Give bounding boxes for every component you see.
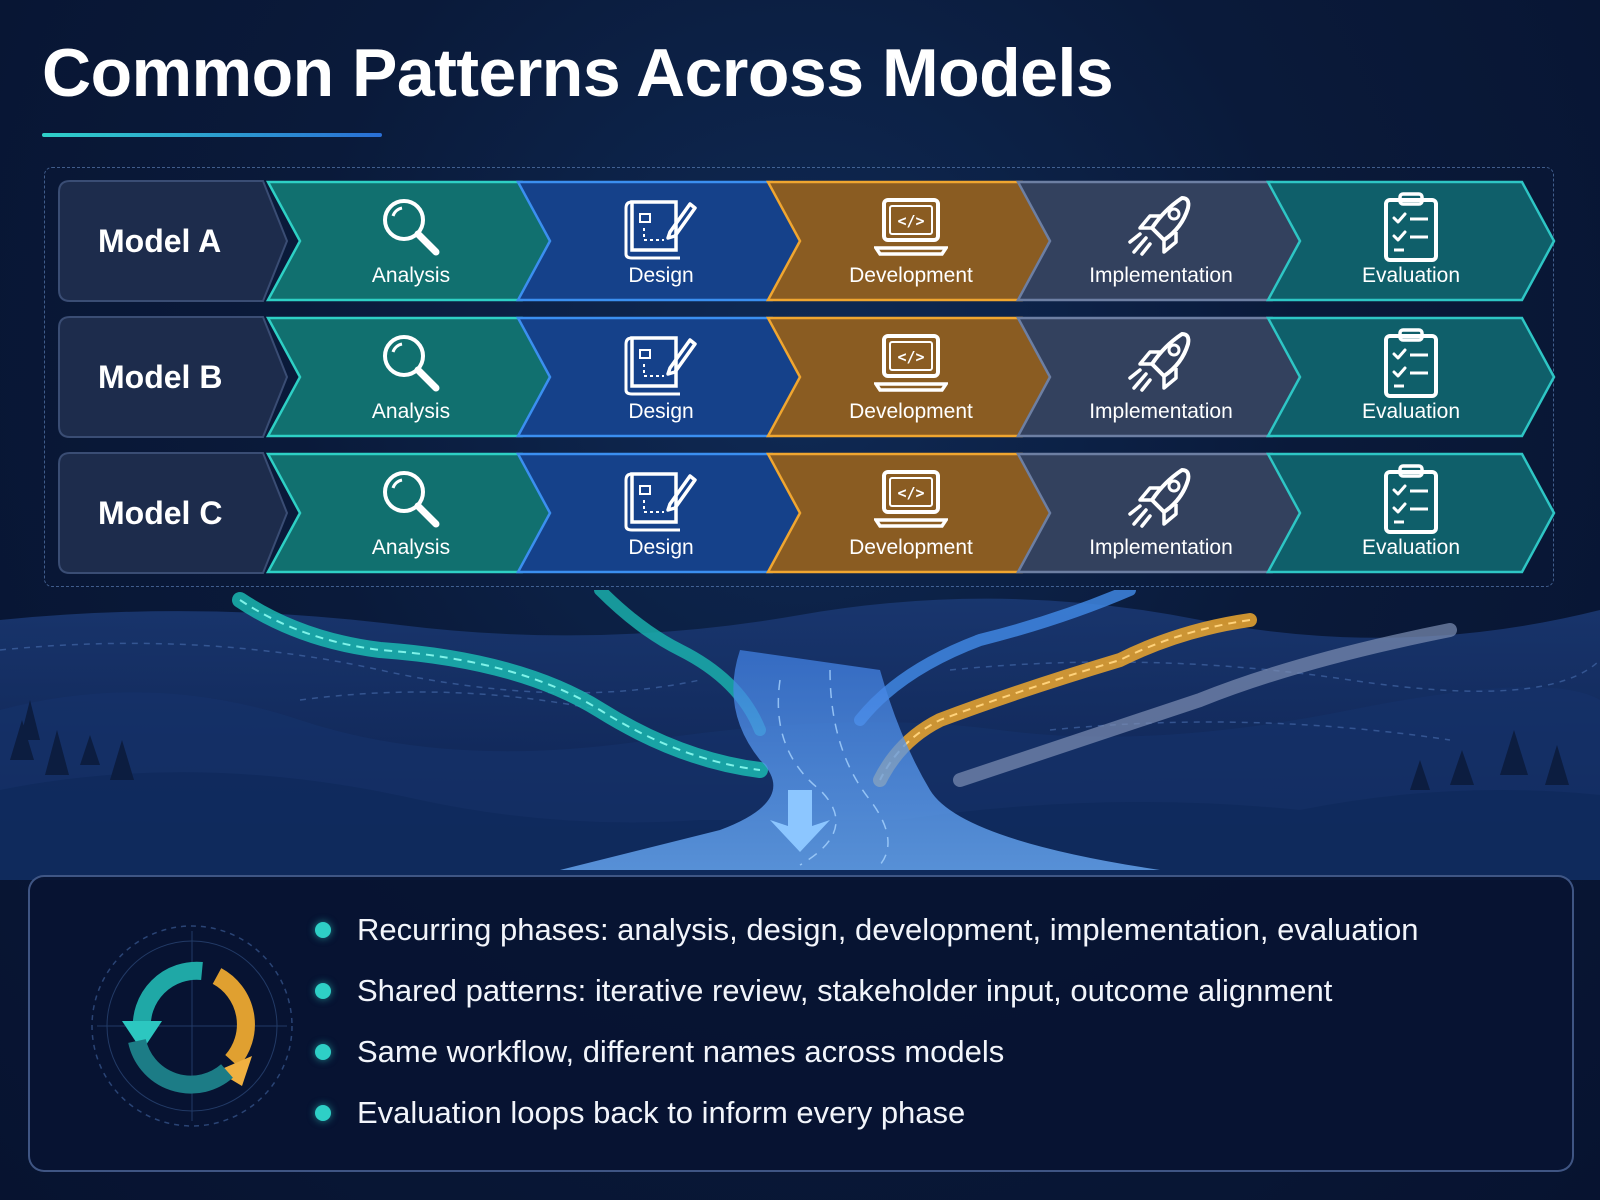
page-title: Common Patterns Across Models <box>42 35 1114 111</box>
forest-right <box>1410 730 1569 790</box>
phase-label-development: Development <box>849 400 973 423</box>
rocket-icon <box>1128 196 1191 256</box>
bullet-text: Same workflow, different names across mo… <box>357 1034 1005 1069</box>
phase-label-development: Development <box>849 264 973 287</box>
bullet-dot <box>315 922 331 938</box>
phase-chevron-evaluation: Evaluation <box>1266 180 1556 302</box>
summary-bullet: Same workflow, different names across mo… <box>315 1021 1419 1082</box>
blueprint-pencil-icon <box>624 336 697 396</box>
laptop-code-icon: </> <box>874 470 948 528</box>
model-label: Model B <box>98 359 223 395</box>
bullet-text: Shared patterns: iterative review, stake… <box>357 973 1333 1008</box>
phase-chevron-evaluation: Evaluation <box>1266 316 1556 438</box>
model-label: Model A <box>98 223 222 259</box>
magnifier-icon <box>383 199 440 256</box>
phase-label-analysis: Analysis <box>371 264 451 287</box>
bullet-dot <box>315 983 331 999</box>
phase-chevron-analysis: Analysis <box>266 452 556 574</box>
magnifier-icon <box>383 471 440 528</box>
magnifier-icon <box>383 335 440 392</box>
phase-label-implementation: Implementation <box>1089 400 1233 423</box>
laptop-code-icon: </> <box>874 198 948 256</box>
clipboard-checklist-icon <box>1384 464 1438 534</box>
converging-river-illustration <box>0 590 1600 880</box>
clipboard-checklist-icon <box>1384 192 1438 262</box>
rocket-icon <box>1128 332 1191 392</box>
phase-label-evaluation: Evaluation <box>1361 264 1461 287</box>
bullet-text: Evaluation loops back to inform every ph… <box>357 1095 966 1130</box>
summary-bullet: Shared patterns: iterative review, stake… <box>315 960 1419 1021</box>
model-label-box: Model C <box>58 452 289 574</box>
clipboard-checklist-icon <box>1384 328 1438 398</box>
phase-chevron-implementation: Implementation <box>1016 452 1306 574</box>
phase-label-design: Design <box>628 264 694 287</box>
phase-chevron-analysis: Analysis <box>266 180 556 302</box>
bullet-dot <box>315 1044 331 1060</box>
model-row: Model A Analysis Design </> Development … <box>58 180 1570 302</box>
laptop-code-icon: </> <box>874 334 948 392</box>
phase-chevron-analysis: Analysis <box>266 316 556 438</box>
summary-bullet-list: Recurring phases: analysis, design, deve… <box>315 899 1419 1143</box>
phase-label-design: Design <box>628 536 694 559</box>
phase-label-implementation: Implementation <box>1089 536 1233 559</box>
phase-label-evaluation: Evaluation <box>1361 536 1461 559</box>
svg-text:</>: </> <box>897 484 924 502</box>
down-arrow-icon <box>770 790 830 852</box>
title-underline <box>42 133 382 137</box>
phase-chevron-design: Design <box>516 316 806 438</box>
model-row: Model C Analysis Design </> Development … <box>58 452 1570 574</box>
model-label-box: Model B <box>58 316 289 438</box>
phase-chevron-implementation: Implementation <box>1016 316 1306 438</box>
phase-label-analysis: Analysis <box>371 400 451 423</box>
blueprint-pencil-icon <box>624 472 697 532</box>
bullet-dot <box>315 1105 331 1121</box>
summary-bullet: Evaluation loops back to inform every ph… <box>315 1082 1419 1143</box>
phase-label-development: Development <box>849 536 973 559</box>
phase-chevron-design: Design <box>516 452 806 574</box>
bullet-text: Recurring phases: analysis, design, deve… <box>357 912 1419 947</box>
svg-text:</>: </> <box>897 348 924 366</box>
phase-label-analysis: Analysis <box>371 536 451 559</box>
phase-label-implementation: Implementation <box>1089 264 1233 287</box>
phase-label-design: Design <box>628 400 694 423</box>
phase-label-evaluation: Evaluation <box>1361 400 1461 423</box>
blueprint-pencil-icon <box>624 200 697 260</box>
phase-chevron-implementation: Implementation <box>1016 180 1306 302</box>
phase-chevron-development: </> Development <box>766 452 1056 574</box>
phase-chevron-development: </> Development <box>766 180 1056 302</box>
summary-panel: Recurring phases: analysis, design, deve… <box>28 875 1574 1172</box>
model-label-box: Model A <box>58 180 289 302</box>
forest-left <box>10 700 134 780</box>
model-row: Model B Analysis Design </> Development … <box>58 316 1570 438</box>
phase-chevron-evaluation: Evaluation <box>1266 452 1556 574</box>
cycle-arrows-icon <box>91 925 293 1127</box>
phase-chevron-development: </> Development <box>766 316 1056 438</box>
model-label: Model C <box>98 495 223 531</box>
rocket-icon <box>1128 468 1191 528</box>
svg-text:</>: </> <box>897 212 924 230</box>
phase-chevron-design: Design <box>516 180 806 302</box>
summary-bullet: Recurring phases: analysis, design, deve… <box>315 899 1419 960</box>
